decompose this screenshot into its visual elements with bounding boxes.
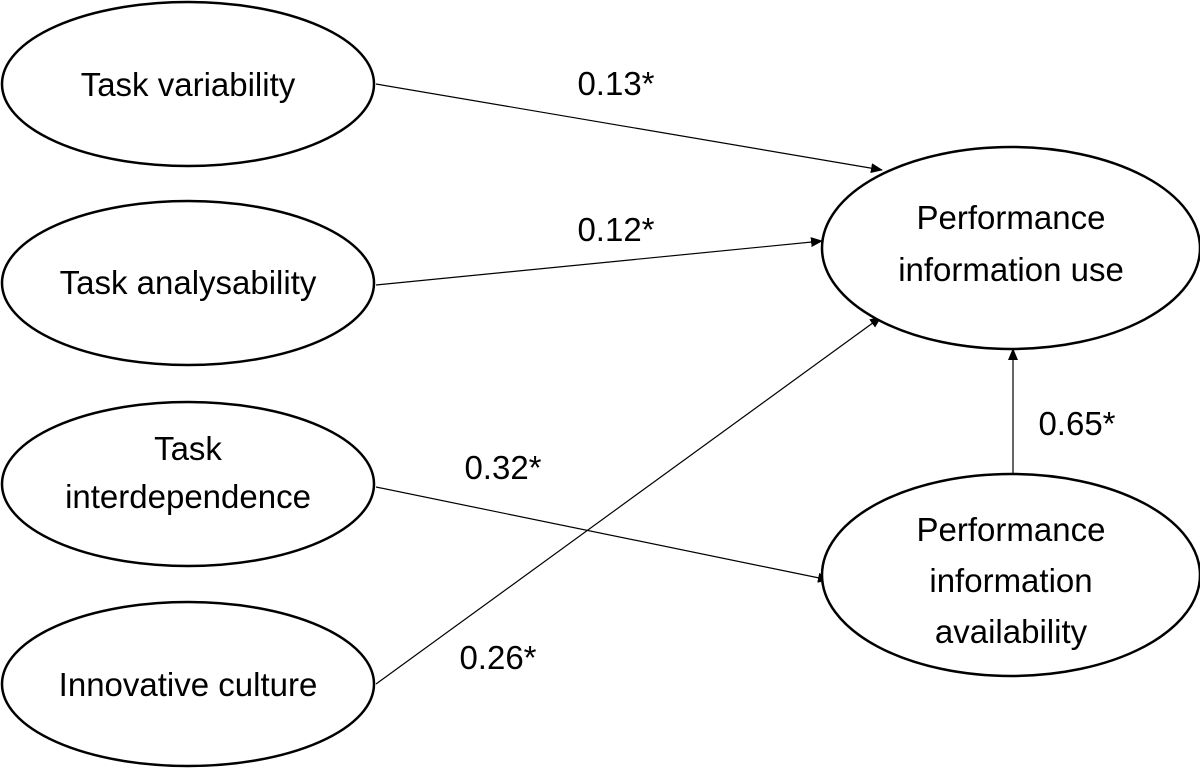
- node-label: information use: [898, 251, 1124, 288]
- node-performance-information-use-ellipse: [820, 145, 1200, 351]
- node-innovative-culture: Innovative culture: [0, 600, 376, 768]
- node-task-variability: Task variability: [0, 0, 376, 168]
- edge-innovative-culture-to-use: [375, 316, 882, 685]
- node-innovative-culture-ellipse: [0, 600, 376, 768]
- node-label: interdependence: [65, 478, 311, 515]
- node-task-analysability: Task analysability: [0, 199, 376, 367]
- node-performance-information-availability-ellipse: [820, 472, 1200, 678]
- node-performance-information-use: Performance information use: [820, 145, 1200, 351]
- node-label: Task analysability: [60, 264, 317, 301]
- node-label: Innovative culture: [59, 666, 318, 703]
- node-label: Performance: [917, 511, 1106, 548]
- node-task-interdependence: Task interdependence: [0, 400, 376, 568]
- node-label: Task: [154, 430, 222, 467]
- node-task-variability-ellipse: [0, 0, 376, 168]
- node-task-analysability-ellipse: [0, 199, 376, 367]
- edge-task-interdependence-to-availability: [375, 486, 830, 583]
- coef-innovative-culture: 0.26*: [459, 639, 536, 676]
- coef-availability-to-use: 0.65*: [1038, 405, 1115, 442]
- edge-task-analysability-to-use: [375, 237, 823, 286]
- node-label: Performance: [917, 199, 1106, 236]
- node-label: Task variability: [81, 66, 296, 103]
- coef-task-variability: 0.13*: [577, 65, 654, 102]
- node-label: information: [929, 562, 1092, 599]
- node-performance-information-availability: Performance information availability: [820, 472, 1200, 678]
- coef-task-analysability: 0.12*: [577, 211, 654, 248]
- node-label: availability: [935, 613, 1088, 650]
- coef-task-interdependence: 0.32*: [464, 449, 541, 486]
- edge-task-variability-to-use: [375, 83, 883, 174]
- node-task-interdependence-ellipse: [0, 400, 376, 568]
